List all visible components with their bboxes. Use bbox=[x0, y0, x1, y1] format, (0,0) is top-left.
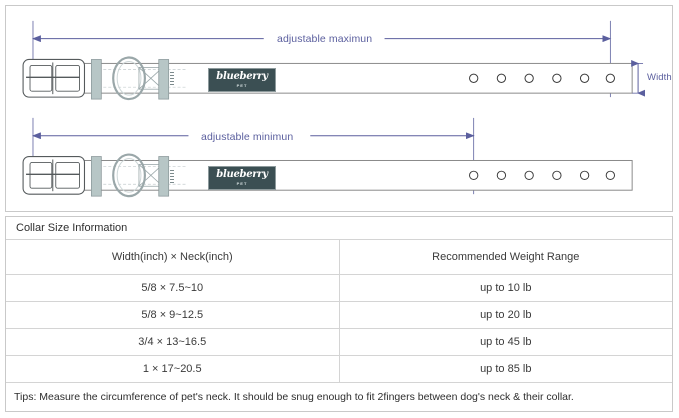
collar-diagram-svg bbox=[22, 20, 646, 198]
collar-max-group bbox=[22, 20, 646, 101]
logo-wordmark: blueberry bbox=[216, 169, 268, 180]
logo-wordmark: blueberry bbox=[216, 71, 268, 82]
keeper-tag-mark-icon bbox=[170, 72, 174, 86]
table-header-row: Width(inch) × Neck(inch) Recommended Wei… bbox=[6, 239, 672, 275]
cell-size: 5/8 × 9~12.5 bbox=[6, 301, 340, 329]
cell-weight: up to 10 lb bbox=[339, 274, 672, 302]
keeper-tag-mark-icon bbox=[170, 170, 174, 184]
table-row: 5/8 × 7.5~10 up to 10 lb bbox=[6, 274, 672, 302]
cell-size: 3/4 × 13~16.5 bbox=[6, 328, 340, 356]
collar-size-table-wrap: Collar Size Information Width(inch) × Ne… bbox=[5, 216, 673, 412]
width-dimension-label: Width bbox=[647, 72, 672, 83]
blueberry-logo-patch-max: blueberry PET bbox=[208, 68, 276, 92]
cell-weight: up to 20 lb bbox=[339, 301, 672, 329]
table-row: 3/4 × 13~16.5 up to 45 lb bbox=[6, 328, 672, 356]
column-header-size: Width(inch) × Neck(inch) bbox=[6, 239, 340, 275]
collar-min-group bbox=[22, 117, 633, 198]
collar-size-table: Collar Size Information Width(inch) × Ne… bbox=[6, 217, 672, 412]
collar-diagram-panel: adjustable maximun adjustable minimun Wi… bbox=[5, 5, 673, 212]
cell-size: 1 × 17~20.5 bbox=[6, 355, 340, 383]
adjustable-maximum-label: adjustable maximun bbox=[272, 33, 378, 45]
table-row: 5/8 × 9~12.5 up to 20 lb bbox=[6, 301, 672, 329]
table-row: 1 × 17~20.5 up to 85 lb bbox=[6, 355, 672, 383]
tips-text: Tips: Measure the circumference of pet's… bbox=[6, 382, 672, 412]
adjustable-minimum-label: adjustable minimun bbox=[196, 131, 299, 143]
cell-size: 5/8 × 7.5~10 bbox=[6, 274, 340, 302]
column-header-weight: Recommended Weight Range bbox=[339, 239, 672, 275]
cell-weight: up to 85 lb bbox=[339, 355, 672, 383]
table-title-row: Collar Size Information bbox=[6, 217, 672, 240]
table-title: Collar Size Information bbox=[6, 217, 672, 240]
blueberry-logo-patch-min: blueberry PET bbox=[208, 166, 276, 190]
table-tips-row: Tips: Measure the circumference of pet's… bbox=[6, 382, 672, 412]
logo-subtext: PET bbox=[236, 83, 248, 88]
cell-weight: up to 45 lb bbox=[339, 328, 672, 356]
logo-subtext: PET bbox=[236, 181, 248, 186]
